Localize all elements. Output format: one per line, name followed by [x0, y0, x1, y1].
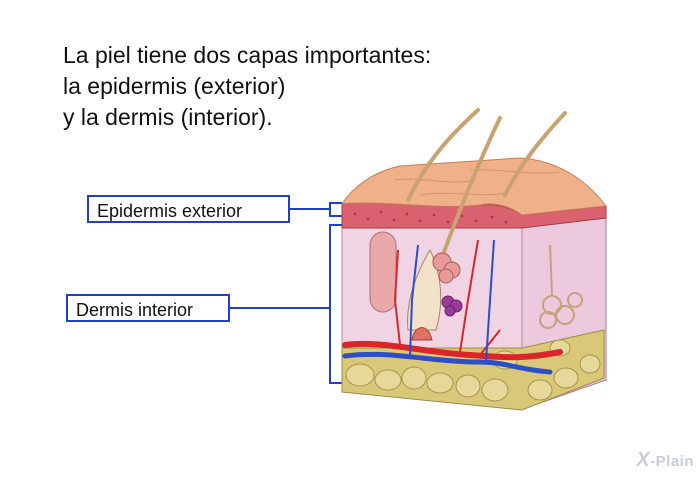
title-line-2: la epidermis (exterior) — [63, 73, 286, 99]
epidermis-label: Epidermis exterior — [87, 195, 290, 223]
sweat-coil — [539, 244, 583, 329]
brand-logo: X-Plain — [636, 449, 694, 472]
sweat-gland — [369, 231, 397, 313]
epidermis-speckle — [353, 210, 508, 224]
brand-name: -Plain — [650, 453, 694, 470]
page-title: La piel tiene dos capas importantes: la … — [63, 40, 431, 133]
purple-gland — [441, 295, 463, 317]
title-line-3: y la dermis (interior). — [63, 104, 273, 130]
vein — [342, 351, 553, 375]
title-line-1: La piel tiene dos capas importantes: — [63, 42, 432, 68]
hair-follicle — [407, 248, 442, 331]
epidermis-leader — [290, 202, 342, 217]
oil-gland — [432, 252, 461, 284]
dermis-leader — [230, 224, 342, 384]
dermis-label: Dermis interior — [66, 294, 230, 322]
artery — [342, 340, 563, 361]
brand-mark: X — [636, 449, 651, 471]
fat-layer — [341, 329, 605, 411]
